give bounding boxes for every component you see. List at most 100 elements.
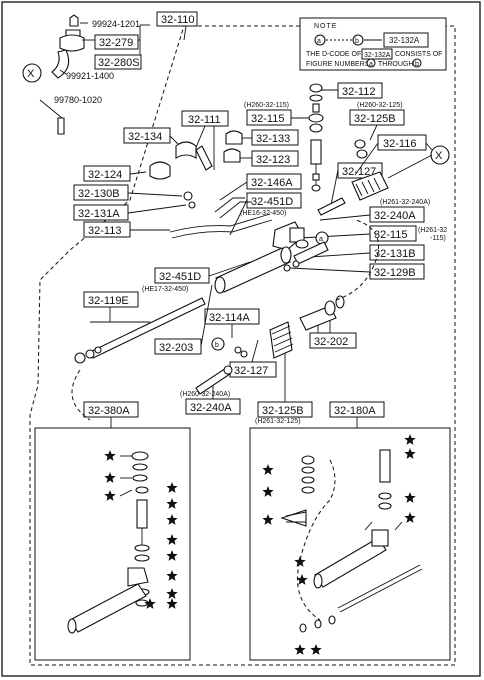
star-icon <box>144 598 156 609</box>
label-32-113: 32-113 <box>83 221 131 238</box>
label-h261-115-b: -115) <box>430 235 446 242</box>
label-32-114a: 32-114A <box>204 308 260 325</box>
svg-text:32-125B: 32-125B <box>262 405 304 417</box>
label-32-110: 32-110 <box>156 11 198 27</box>
svg-text:32-131B: 32-131B <box>374 248 416 260</box>
star-icon <box>404 492 416 503</box>
note-b-marker: b <box>355 38 359 45</box>
star-icon <box>262 514 274 525</box>
box-32-180a <box>249 427 451 661</box>
label-32-380a: 32-380A <box>83 401 139 418</box>
star-icon <box>404 448 416 459</box>
star-icon <box>166 588 178 599</box>
box-32-380a <box>34 427 191 661</box>
label-32-115-top: 32-115 <box>246 109 292 126</box>
svg-text:32-203: 32-203 <box>159 342 193 354</box>
star-icon <box>294 644 306 655</box>
star-icon <box>166 482 178 493</box>
svg-text:32-134: 32-134 <box>128 131 162 143</box>
b-marker-main: b <box>215 342 219 349</box>
tie-rod-end-group: X <box>22 14 150 135</box>
label-32-115-mid: 32-115 <box>369 225 417 242</box>
label-32-112: 32-112 <box>337 82 383 99</box>
note-line1-pre: THE D-CODE OF <box>306 51 361 58</box>
label-99921-1400: 99921-1400 <box>66 71 114 81</box>
label-he17-450: (HE17-32-450) <box>142 286 188 293</box>
svg-text:32-451D: 32-451D <box>251 196 293 208</box>
svg-text:32-110: 32-110 <box>161 14 194 26</box>
label-32-129b: 32-129B <box>369 263 425 280</box>
svg-text:32-451D: 32-451D <box>159 271 201 283</box>
label-32-146a: 32-146A <box>246 173 302 190</box>
label-32-123: 32-123 <box>251 150 299 167</box>
svg-text:32-279: 32-279 <box>99 37 133 49</box>
star-icon <box>166 570 178 581</box>
note-line1-post: CONSISTS OF <box>395 51 442 58</box>
leader-lines <box>90 25 433 428</box>
svg-text:32-127: 32-127 <box>234 365 268 377</box>
label-99924-1201: 99924-1201 <box>92 19 140 29</box>
star-icon <box>262 464 274 475</box>
label-32-125b-top: 32-125B <box>349 109 405 126</box>
star-icon <box>166 534 178 545</box>
svg-text:32-113: 32-113 <box>88 225 121 237</box>
label-32-130b: 32-130B <box>73 184 129 201</box>
label-h260-125: (H260-32-125) <box>357 102 403 109</box>
svg-text:32-115: 32-115 <box>374 229 407 241</box>
label-32-279: 32-279 <box>94 34 139 50</box>
svg-text:32-129B: 32-129B <box>374 267 416 279</box>
label-32-133: 32-133 <box>251 129 299 146</box>
label-32-131a: 32-131A <box>73 204 129 221</box>
note-line2-pre: FIGURE NUMBERS <box>306 61 370 68</box>
svg-text:32-112: 32-112 <box>342 86 375 98</box>
svg-text:32-280S: 32-280S <box>98 57 140 69</box>
star-icon <box>310 644 322 655</box>
label-32-451d-top: 32-451D <box>246 192 302 209</box>
label-32-240a-bot: 32-240A <box>185 398 241 415</box>
star-icon <box>104 490 116 501</box>
svg-text:32-180A: 32-180A <box>334 405 376 417</box>
note-line1-code: 32-132A <box>364 52 391 59</box>
label-32-127-top: 32-127 <box>337 162 383 179</box>
note-title: NOTE <box>314 23 337 30</box>
star-icon <box>104 472 116 483</box>
svg-text:32-146A: 32-146A <box>251 177 293 189</box>
svg-text:32-115: 32-115 <box>251 113 284 125</box>
svg-text:32-380A: 32-380A <box>88 405 130 417</box>
note-line2-a: a <box>369 61 373 68</box>
label-32-203: 32-203 <box>154 338 202 355</box>
svg-text:32-114A: 32-114A <box>209 312 250 324</box>
svg-text:32-131A: 32-131A <box>78 208 120 220</box>
star-icon <box>104 450 116 461</box>
note-box: NOTE a b 32-132A THE D-CODE OF 32-132A C… <box>299 17 447 71</box>
note-line2-b: b <box>415 61 419 68</box>
star-icon <box>166 498 178 509</box>
x-marker-left: X <box>27 68 35 80</box>
note-line2-mid: THROUGH <box>378 61 413 68</box>
label-h260-115: (H260-32-115) <box>244 102 289 109</box>
label-32-280s: 32-280S <box>94 54 142 70</box>
steering-gear-main: a b <box>71 83 433 421</box>
label-32-202: 32-202 <box>309 332 357 349</box>
star-icon <box>166 514 178 525</box>
label-32-240a-top: 32-240A <box>369 206 425 223</box>
svg-text:32-123: 32-123 <box>256 154 290 166</box>
svg-text:32-130B: 32-130B <box>78 188 120 200</box>
star-icon <box>166 598 178 609</box>
svg-text:32-125B: 32-125B <box>354 113 396 125</box>
label-32-131b: 32-131B <box>369 244 425 261</box>
svg-text:32-240A: 32-240A <box>374 210 416 222</box>
label-32-125b-bot: 32-125B <box>257 401 313 418</box>
label-32-124: 32-124 <box>83 165 131 182</box>
label-99780-1020: 99780-1020 <box>54 95 102 105</box>
a-marker-main: a <box>319 236 323 243</box>
svg-text:32-133: 32-133 <box>256 133 290 145</box>
star-icon <box>404 434 416 445</box>
label-32-451d-mid: 32-451D <box>154 267 210 284</box>
svg-text:32-240A: 32-240A <box>190 402 232 414</box>
star-markers <box>104 434 416 655</box>
label-32-127-bot: 32-127 <box>229 361 277 378</box>
label-32-134: 32-134 <box>123 127 171 144</box>
